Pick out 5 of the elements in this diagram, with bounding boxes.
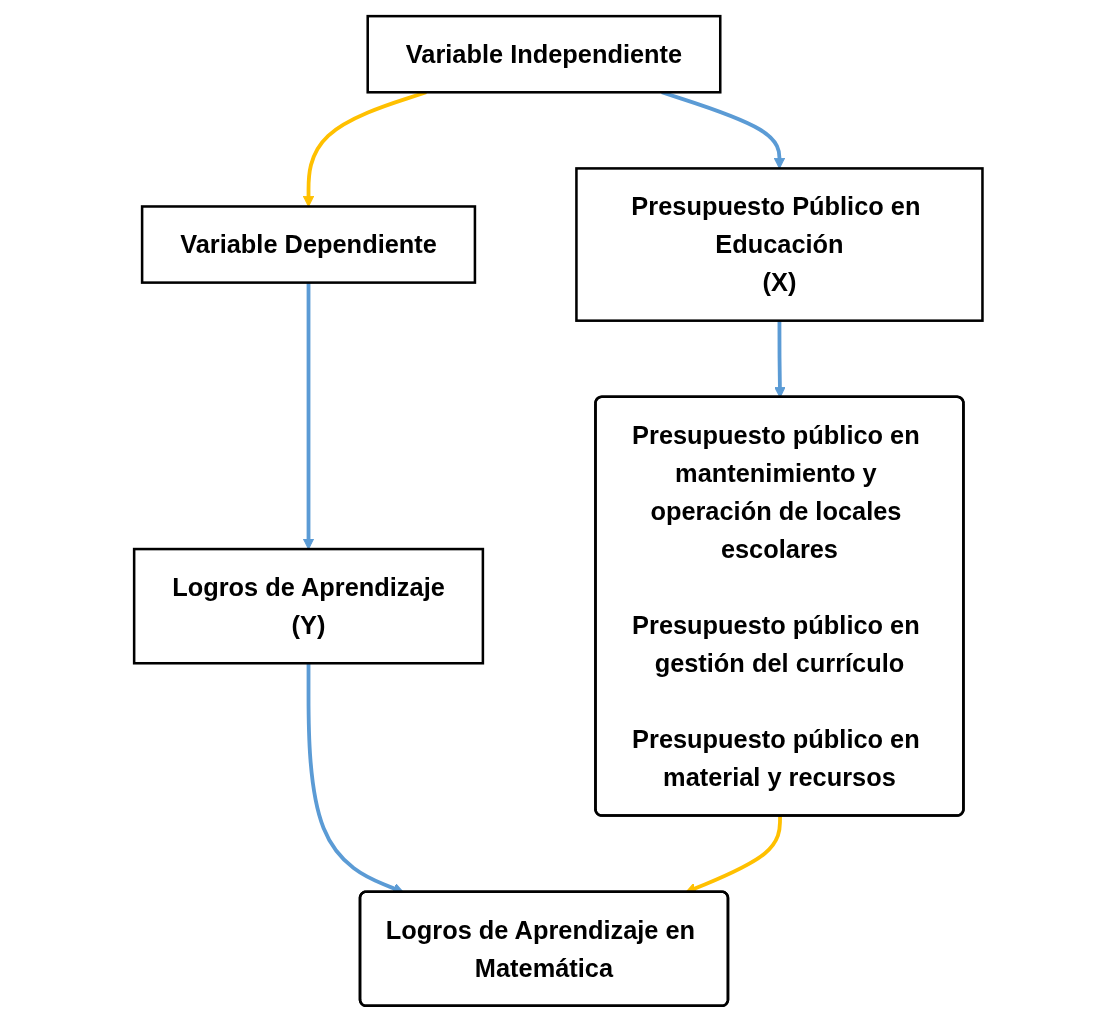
arrow [302,282,314,550]
node-box: Presupuesto Público en Educación (X) [574,167,984,322]
node-box: Variable Dependiente [140,205,476,284]
node-box: Logros de Aprendizaje (Y) [132,547,484,665]
node-box: Variable Independiente [366,14,722,94]
